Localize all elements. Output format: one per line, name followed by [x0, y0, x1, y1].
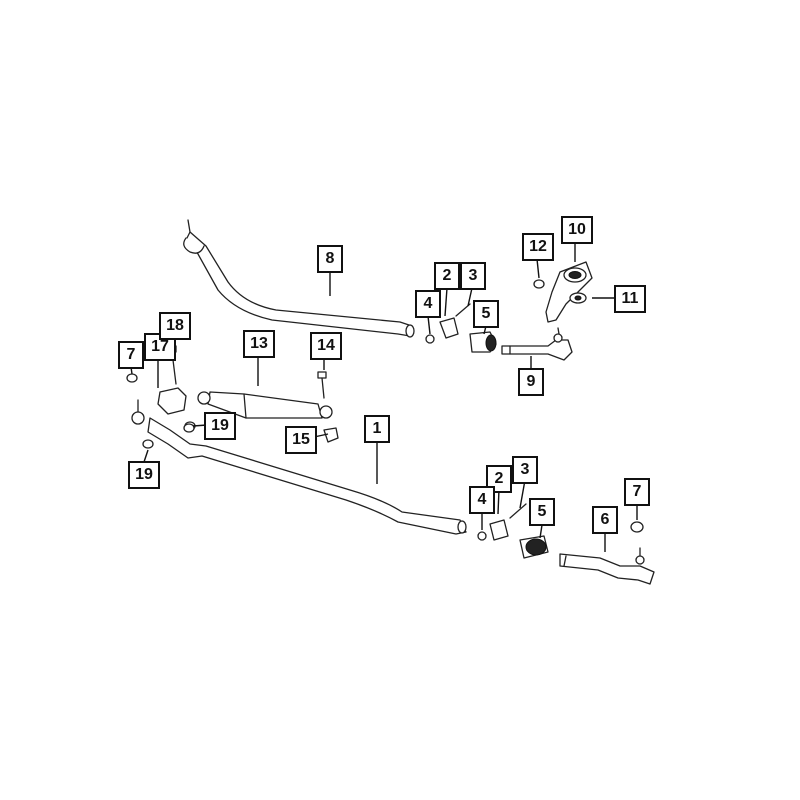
lower-adjuster-sleeve [519, 535, 549, 559]
upper-clamp-assembly [425, 303, 471, 344]
castle-nuts [126, 373, 644, 533]
outer-tie-rod-end [559, 547, 655, 585]
callout-8: 8 [317, 245, 343, 273]
callout-5-lower: 5 [529, 498, 555, 526]
tie-rod-tube [131, 399, 467, 535]
steering-damper [197, 391, 333, 419]
lock-nuts [142, 423, 195, 449]
callout-5-upper: 5 [473, 300, 499, 328]
callout-3-lower: 3 [512, 456, 538, 484]
lower-clamp-assembly [477, 503, 527, 541]
callout-4-upper: 4 [415, 290, 441, 318]
callout-7-right: 7 [624, 478, 650, 506]
callout-19-upper: 19 [204, 412, 236, 440]
callout-11: 11 [614, 285, 646, 313]
drag-link-tube [183, 219, 415, 338]
callout-19-lower: 19 [128, 461, 160, 489]
callout-1: 1 [364, 415, 390, 443]
callout-14: 14 [310, 332, 342, 360]
damper-bolt [317, 371, 327, 399]
callout-12: 12 [522, 233, 554, 261]
callout-6: 6 [592, 506, 618, 534]
upper-tie-rod-end [501, 327, 573, 361]
callout-10: 10 [561, 216, 593, 244]
upper-adjuster-sleeve [469, 331, 497, 353]
damper-clip [323, 427, 339, 443]
callout-3-upper: 3 [460, 262, 486, 290]
callout-7-left: 7 [118, 341, 144, 369]
callout-9: 9 [518, 368, 544, 396]
callout-13: 13 [243, 330, 275, 358]
callout-2-upper: 2 [434, 262, 460, 290]
callout-4-lower: 4 [469, 486, 495, 514]
callout-18: 18 [159, 312, 191, 340]
callout-15: 15 [285, 426, 317, 454]
pitman-arm-assembly [533, 261, 593, 323]
